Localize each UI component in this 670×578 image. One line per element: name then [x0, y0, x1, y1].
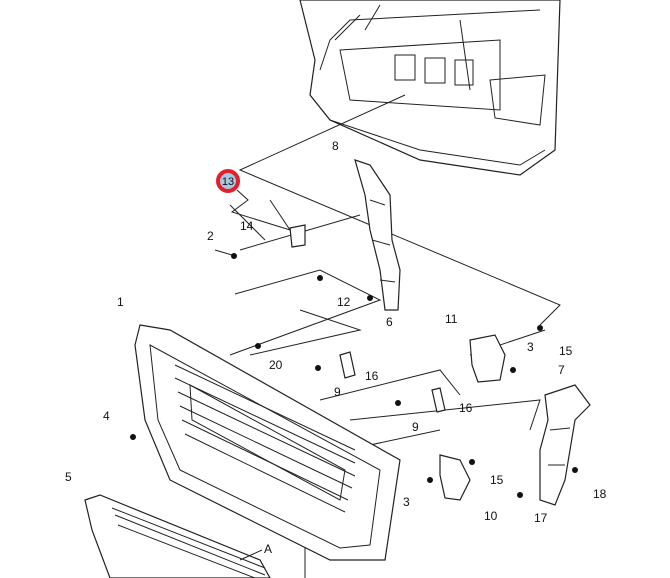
part-16-clip	[431, 387, 446, 413]
part-14-bracket	[289, 224, 306, 248]
callout-13-ring	[216, 169, 240, 193]
callout-15: 15	[559, 344, 573, 358]
callout-18: 18	[593, 487, 607, 501]
callout-3: 3	[527, 340, 534, 354]
part-7-17-bracket	[539, 384, 591, 506]
part-5-lower-grille	[84, 494, 271, 578]
callout-7: 7	[558, 363, 565, 377]
callout-9: 9	[334, 385, 341, 399]
part-11-bracket	[469, 334, 506, 383]
part-8-bracket	[354, 159, 401, 311]
part-10-bracket	[439, 454, 471, 501]
callout-9: 9	[412, 420, 419, 434]
callout-14: 14	[240, 219, 254, 233]
part-12-bolt	[317, 275, 323, 281]
callout-11: 11	[445, 312, 458, 326]
callout-20: 20	[269, 358, 283, 372]
callout-16: 16	[459, 401, 473, 415]
part-20-fastener	[255, 343, 261, 349]
part-16-clip	[339, 351, 356, 379]
callout-4: 4	[103, 409, 110, 423]
callout-13: 13	[222, 176, 234, 188]
callout-10: 10	[484, 509, 498, 523]
part-6-bolt	[367, 295, 373, 301]
callout-8: 8	[332, 139, 339, 153]
callout-16: 16	[365, 369, 379, 383]
callout-3: 3	[403, 495, 410, 509]
callout-12: 12	[337, 295, 351, 309]
callout-5: 5	[65, 470, 72, 484]
highlighted-callout-13[interactable]: 13	[216, 169, 240, 193]
part-4-bolt	[130, 434, 136, 440]
vehicle-front-structure	[299, 0, 561, 176]
callout-1: 1	[117, 295, 124, 309]
callout-15: 15	[490, 473, 504, 487]
callout-2: 2	[207, 229, 214, 243]
part-2-bolt	[231, 253, 237, 259]
callout-17: 17	[534, 511, 548, 525]
callout-labels: 8 14 2 1 12 6 11 3 15 20 16 9 16 7 4 9 1…	[65, 139, 607, 556]
callout-A: A	[264, 542, 272, 556]
part-1-grille	[134, 324, 401, 561]
callout-6: 6	[386, 315, 393, 329]
